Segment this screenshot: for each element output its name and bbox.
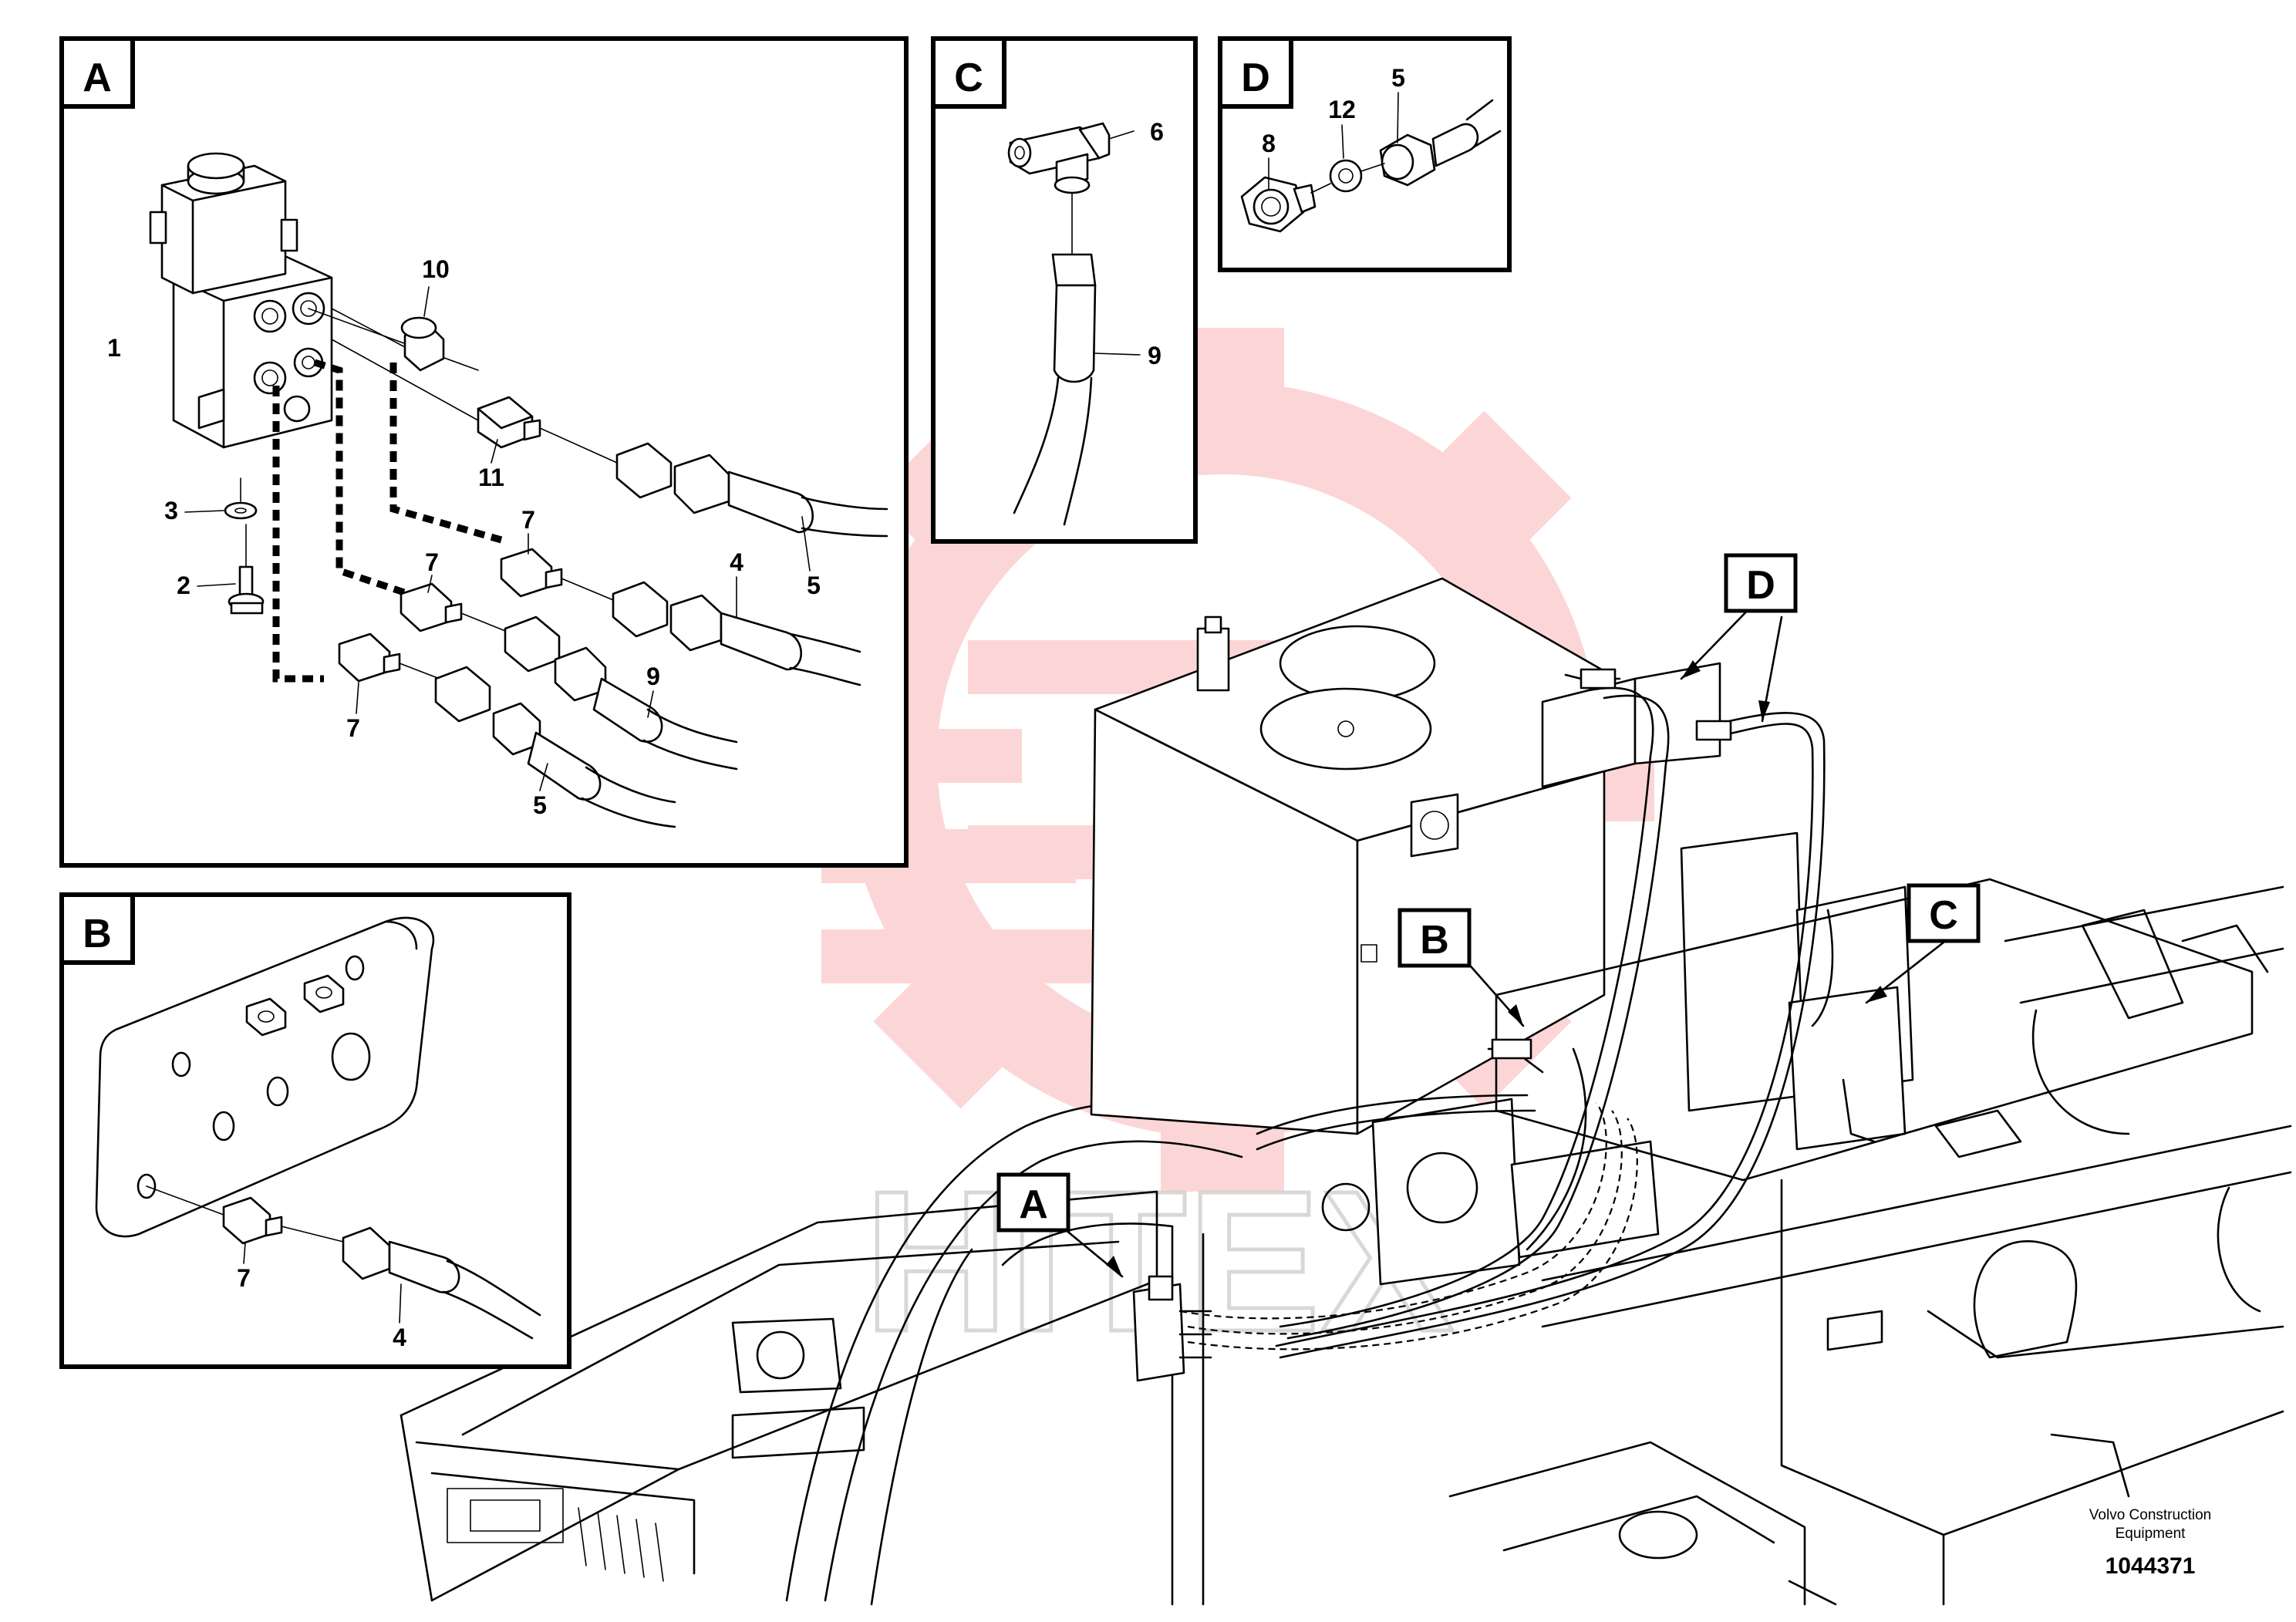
panel-c-label: C	[954, 56, 983, 100]
machine-tag-c: C	[1907, 883, 1981, 943]
svg-text:B: B	[1420, 918, 1449, 963]
hose-5-panel-d	[1379, 99, 1502, 187]
callout-1: 1	[107, 334, 121, 362]
callout-4: 4	[730, 548, 743, 576]
fitting-8-panel-d	[1240, 176, 1317, 233]
routed-hoses	[1179, 668, 1876, 1359]
callout-7-b: 7	[425, 548, 439, 576]
callout-2: 2	[177, 572, 190, 599]
callout-11: 11	[478, 464, 504, 491]
hose-9-panel-c	[1013, 253, 1097, 526]
callout-7-panel-b: 7	[237, 1264, 251, 1292]
callout-6: 6	[1150, 118, 1164, 146]
tag-leader-arrowheads	[1106, 660, 1887, 1276]
detail-panel-b: B 7	[59, 892, 571, 1369]
panel-b-label: B	[83, 912, 112, 956]
callout-5-panel-d: 5	[1391, 64, 1405, 92]
detail-panel-d: D 8 12 5	[1218, 36, 1512, 272]
plug-10	[400, 316, 445, 372]
fitting-11	[477, 396, 541, 449]
plate-fitting-1	[245, 997, 287, 1037]
detail-panel-c: C 6 9	[931, 36, 1198, 544]
washer-3	[224, 501, 258, 520]
svg-text:D: D	[1746, 563, 1775, 608]
machine-valve-block	[1132, 1275, 1212, 1382]
callout-7-a: 7	[521, 506, 535, 534]
hose-9-a	[504, 615, 738, 771]
callout-10: 10	[422, 255, 450, 283]
callout-3: 3	[164, 497, 178, 524]
callout-12: 12	[1328, 96, 1356, 123]
fitting-7-lower	[338, 632, 401, 683]
manufacturer-line-1: Volvo Construction	[2089, 1507, 2211, 1523]
fitting-7-panel-b	[222, 1196, 283, 1245]
plate-fitting-2	[303, 974, 345, 1013]
bolt-2	[228, 565, 265, 615]
callout-5-b: 5	[533, 791, 547, 819]
callout-5-a: 5	[807, 572, 821, 599]
callout-7-c: 7	[346, 714, 360, 742]
callout-9: 9	[646, 663, 660, 690]
callout-9-panel-c: 9	[1148, 342, 1161, 369]
manufacturer-line-2: Equipment	[2116, 1526, 2186, 1542]
panel-a-label: A	[83, 56, 112, 100]
solenoid-valve	[149, 152, 333, 449]
machine-frame-illustration	[400, 577, 2292, 1606]
seal-12	[1329, 159, 1363, 193]
hose-5-lower	[434, 666, 676, 828]
machine-tag-b: B	[1397, 908, 1472, 968]
machine-tag-a: A	[996, 1172, 1070, 1233]
fitting-7-middle	[400, 582, 463, 632]
panel-d-label: D	[1241, 56, 1270, 100]
svg-text:A: A	[1019, 1182, 1048, 1227]
hose-5-upper	[615, 442, 888, 538]
detail-panel-a: A	[59, 36, 909, 868]
fitting-7-upper	[500, 548, 563, 598]
tee-fitting	[1007, 122, 1111, 194]
drawing-number: 1044371	[2106, 1553, 2196, 1579]
svg-text:C: C	[1929, 893, 1958, 938]
machine-tag-d: D	[1724, 553, 1798, 613]
hose-4-panel-b	[342, 1226, 541, 1340]
callout-8: 8	[1262, 130, 1276, 157]
callout-4-panel-b: 4	[393, 1324, 406, 1351]
hose-4-a	[612, 581, 861, 686]
